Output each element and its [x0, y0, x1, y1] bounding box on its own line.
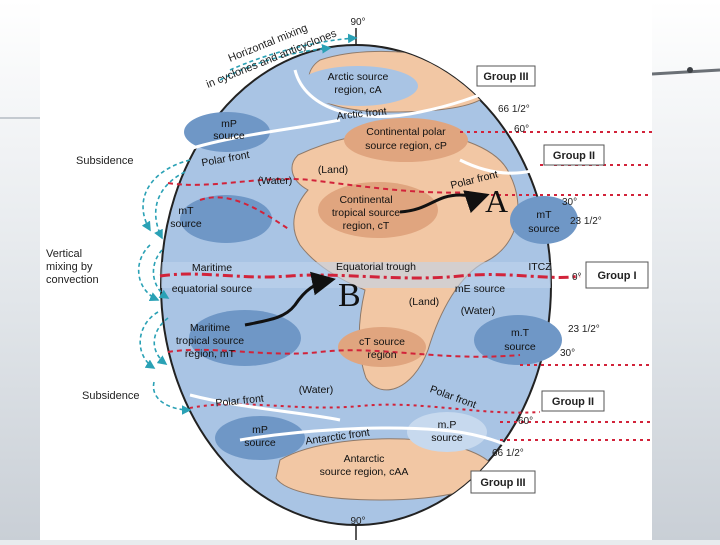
mt-se-line2: source — [504, 341, 536, 353]
ct-n-blob — [318, 182, 438, 238]
group-iii-top-label: Group III — [483, 71, 528, 83]
water-south-2-label: (Water) — [299, 384, 334, 396]
ct-north-line2: tropical source — [332, 207, 400, 219]
marker-a: A — [485, 183, 508, 219]
itcz-label: ITCZ — [528, 261, 552, 273]
group-i-label: Group I — [597, 270, 636, 282]
lat-66-north: 66 1/2° — [498, 104, 530, 115]
mt-se-line1: m.T — [511, 327, 530, 339]
mt-nw-line2: source — [170, 218, 202, 230]
mt-nw-line1: mT — [178, 205, 194, 217]
ct-south-line2: region — [367, 349, 396, 361]
group-i-box: Group I — [585, 261, 649, 289]
lat-30-south: 30° — [560, 348, 575, 359]
antarctic-front-curve — [239, 426, 521, 454]
itcz-line — [159, 272, 581, 280]
diagram-svg: Group III Group II Group I Group II Grou… — [46, 17, 652, 540]
arctic-source-blob — [298, 66, 418, 106]
polar-front-sw-label: Polar front — [215, 393, 265, 410]
ct-north-line1: Continental — [339, 194, 392, 206]
lat-90-south: 90° — [350, 516, 365, 527]
antarctic-line1: Antarctic — [344, 453, 385, 465]
lat-66-south: 66 1/2° — [492, 448, 524, 459]
mt-sw-line1: Maritime — [190, 322, 230, 334]
front-north-arc — [199, 196, 291, 231]
group-ii-bottom-box: Group II — [541, 390, 605, 412]
cp-blob — [344, 118, 468, 162]
subsidence-top-label: Subsidence — [76, 155, 134, 167]
group-ii-top-box: Group II — [543, 144, 605, 166]
water-north-label: (Water) — [258, 175, 293, 187]
group-iii-bottom-label: Group III — [480, 477, 525, 489]
group-iii-bottom-box: Group III — [470, 470, 536, 494]
land-south-label: (Land) — [409, 296, 439, 308]
mp-nw-line1: mP — [221, 118, 237, 130]
front-south-30 — [167, 348, 521, 358]
mt-sw-line3: region, mT — [185, 348, 236, 360]
group-ii-top-label: Group II — [553, 150, 595, 162]
mp-se-line2: source — [431, 432, 463, 444]
lat-90-north: 90° — [350, 17, 365, 28]
polar-front-ne-curve — [459, 158, 551, 175]
mp-nw-line2: source — [213, 130, 245, 142]
front-north-30 — [167, 177, 471, 194]
marker-b: B — [338, 277, 361, 314]
mt-nw-blob — [180, 195, 272, 243]
land-north-label: (Land) — [318, 164, 348, 176]
mt-sw-blob — [189, 310, 301, 366]
mixing-arrows — [137, 33, 358, 415]
equatorial-source-label: equatorial source — [172, 283, 253, 295]
arrow-b — [244, 271, 336, 327]
mp-sw-line1: mP — [252, 424, 268, 436]
vertical-mixing-line1: Vertical — [46, 248, 82, 260]
ct-south-line1: cT source — [359, 336, 405, 348]
group-ii-bottom-label: Group II — [552, 396, 594, 408]
mt-ne-blob — [510, 196, 578, 244]
mt-ne-line2: source — [528, 223, 560, 235]
water-south-1-label: (Water) — [461, 305, 496, 317]
cp-line2: source region, cP — [365, 140, 447, 152]
air-mass-diagram: Group III Group II Group I Group II Grou… — [40, 0, 652, 540]
maritime-label: Maritime — [192, 262, 232, 274]
arctic-source-line1: Arctic source — [328, 71, 389, 83]
me-source-label: mE source — [455, 283, 505, 295]
lat-30-north: 30° — [562, 197, 577, 208]
arctic-source-line2: region, cA — [334, 84, 381, 96]
lat-60-south: 60° — [518, 416, 533, 427]
polar-front-south-curve — [189, 393, 341, 422]
mt-ne-line1: mT — [536, 209, 552, 221]
subsidence-bottom-label: Subsidence — [82, 390, 140, 402]
cp-line1: Continental polar — [366, 126, 446, 138]
lat-23-north: 23 1/2° — [570, 216, 602, 227]
polar-front-north-curve — [179, 118, 341, 154]
vertical-mixing-line3: convection — [46, 274, 99, 286]
equatorial-trough-label: Equatorial trough — [336, 261, 416, 273]
mt-se-blob — [474, 315, 562, 365]
mp-sw-line2: source — [244, 437, 276, 449]
group-iii-top-box: Group III — [476, 65, 536, 87]
arrow-a — [399, 190, 490, 214]
ct-north-line3: region, cT — [343, 220, 390, 232]
lat-23-south: 23 1/2° — [568, 324, 600, 335]
mp-se-line1: m.P — [438, 419, 457, 431]
antarctic-line2: source region, cAA — [320, 466, 409, 478]
lat-60-north: 60° — [514, 124, 529, 135]
ct-s-blob — [338, 327, 426, 367]
mt-sw-line2: tropical source — [176, 335, 244, 347]
arctic-front-label: Arctic front — [336, 105, 387, 122]
vertical-mixing-line2: mixing by — [46, 261, 93, 273]
arctic-front-curve — [293, 69, 496, 119]
mp-nw-blob — [184, 112, 270, 152]
lat-equator: 0° — [572, 272, 582, 283]
